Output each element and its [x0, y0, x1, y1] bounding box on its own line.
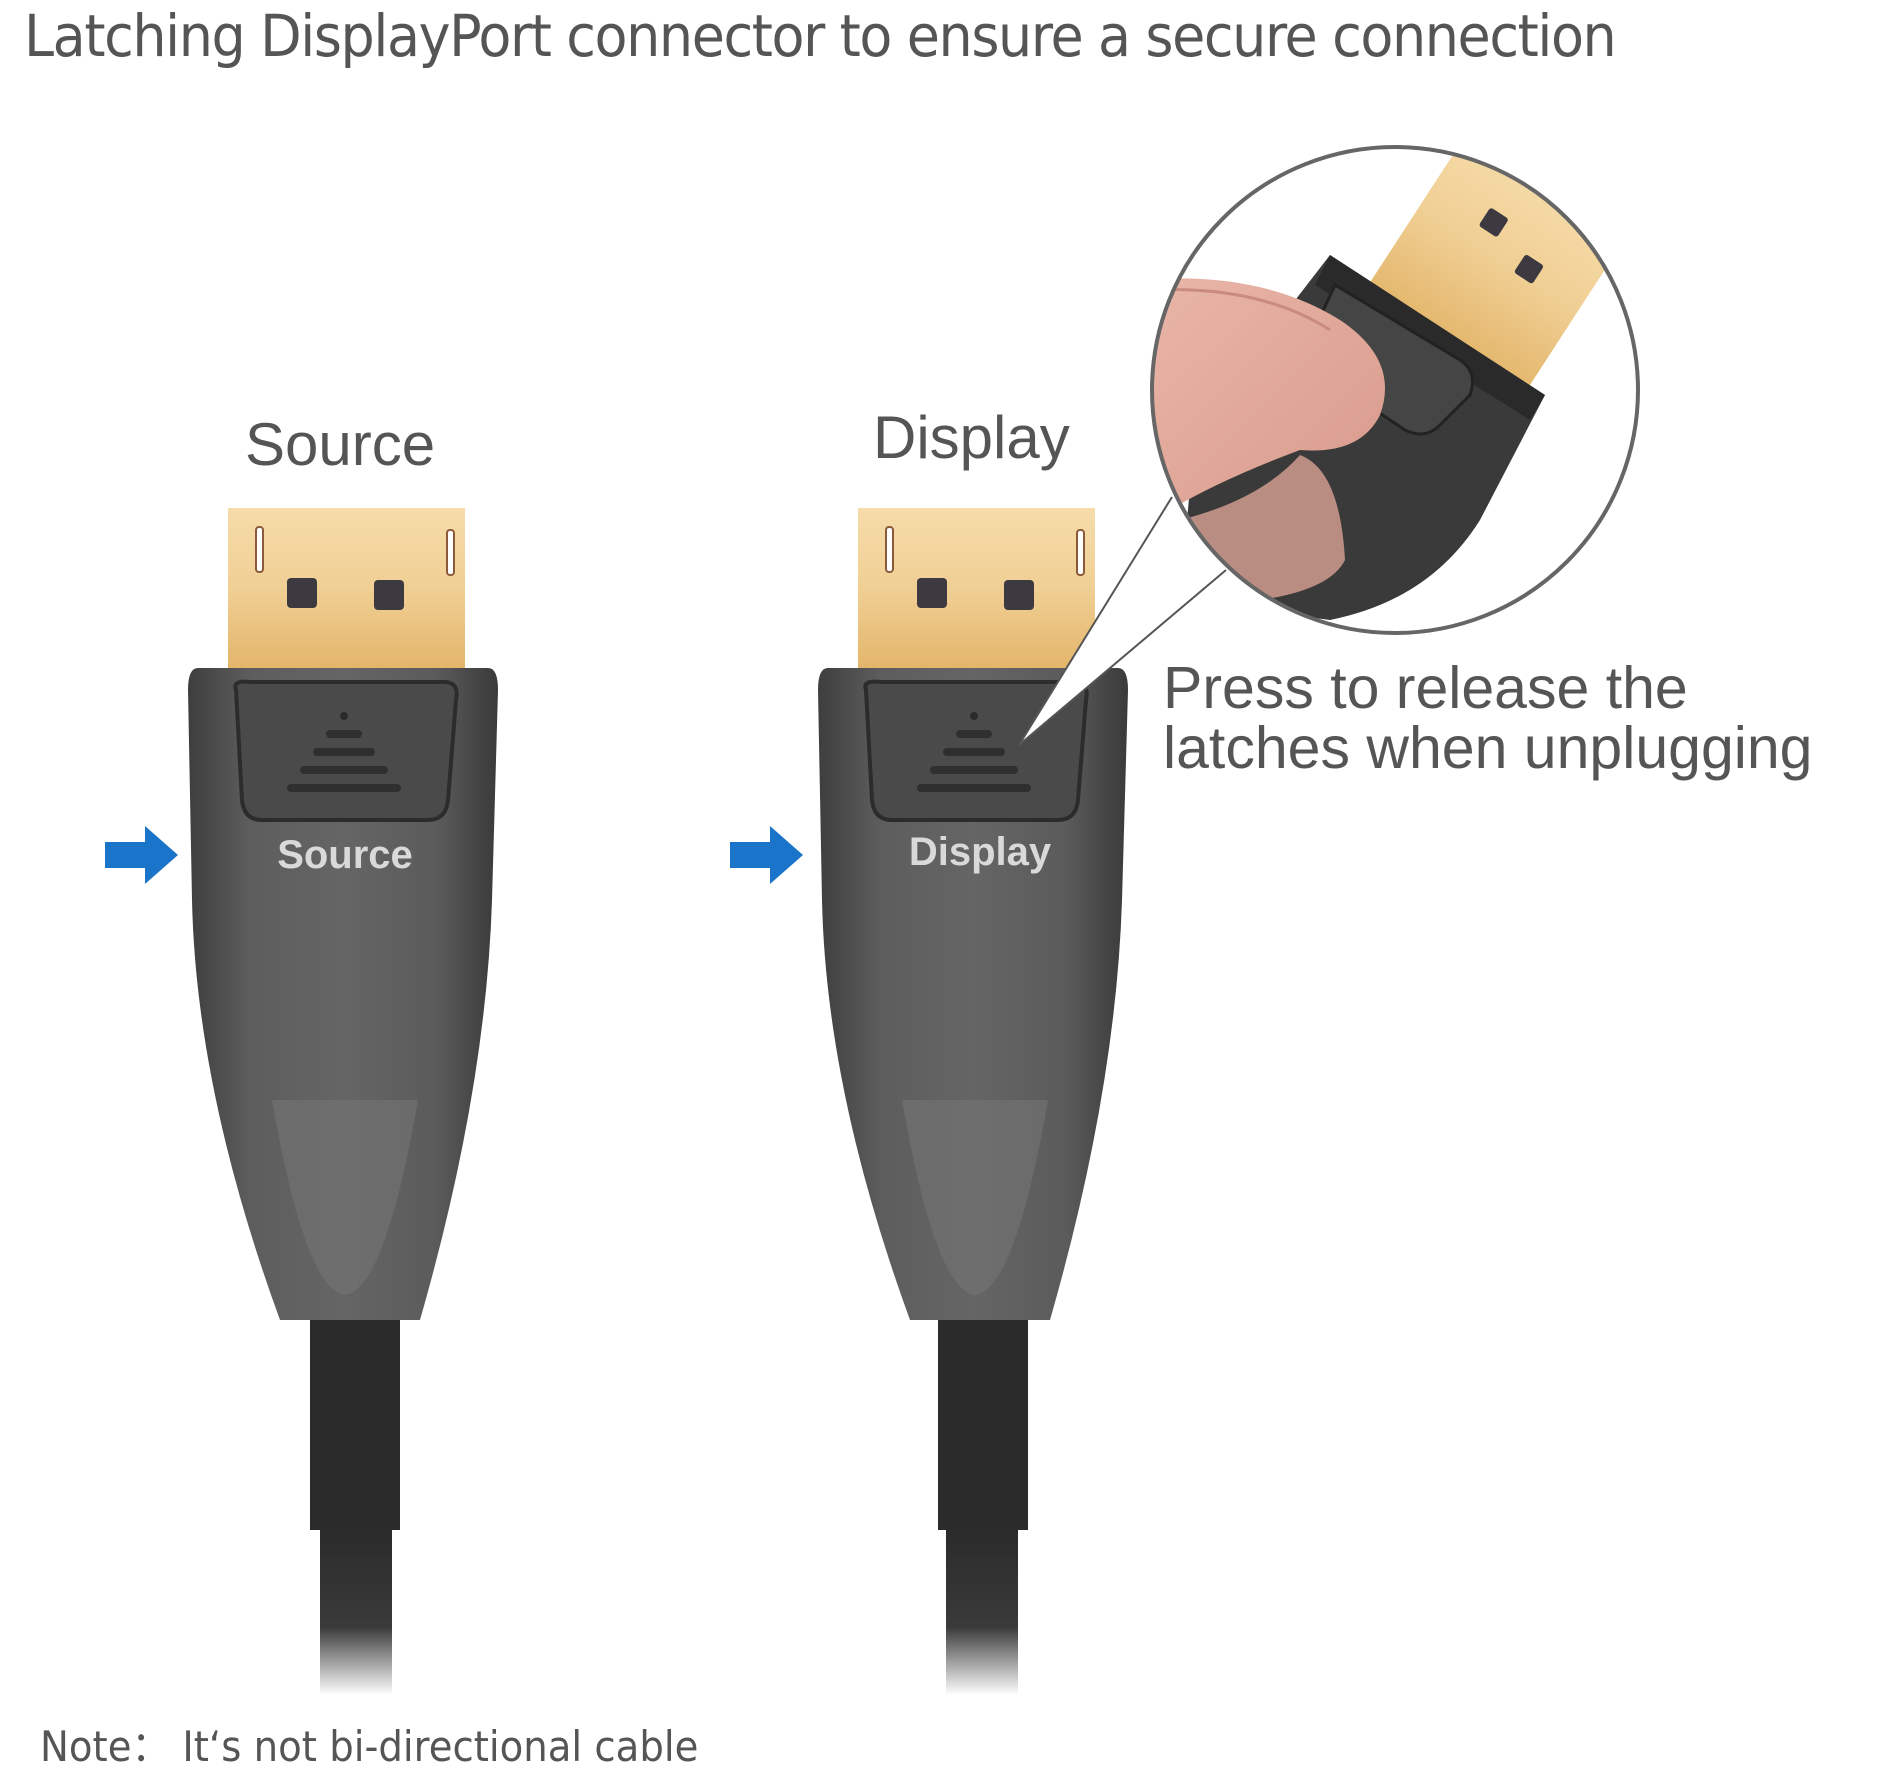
source-arrow-icon: [105, 826, 178, 884]
display-label: Display: [873, 404, 1070, 471]
source-label: Source: [245, 411, 436, 478]
display-connector: Display: [818, 508, 1128, 1695]
direction-note: Note： It‘s not bi-directional cable: [40, 1722, 699, 1771]
callout-pointer: [1018, 496, 1227, 746]
release-instruction-line2: latches when unplugging: [1163, 715, 1813, 781]
page-title: Latching DisplayPort connector to ensure…: [24, 2, 1617, 70]
source-embossed-label: Source: [277, 833, 413, 877]
display-embossed-label: Display: [909, 830, 1052, 874]
source-connector: Source: [188, 508, 498, 1695]
display-arrow-icon: [730, 826, 803, 884]
release-instruction-line1: Press to release the: [1163, 655, 1688, 721]
release-instruction: Press to release the latches when unplug…: [1163, 658, 1813, 778]
